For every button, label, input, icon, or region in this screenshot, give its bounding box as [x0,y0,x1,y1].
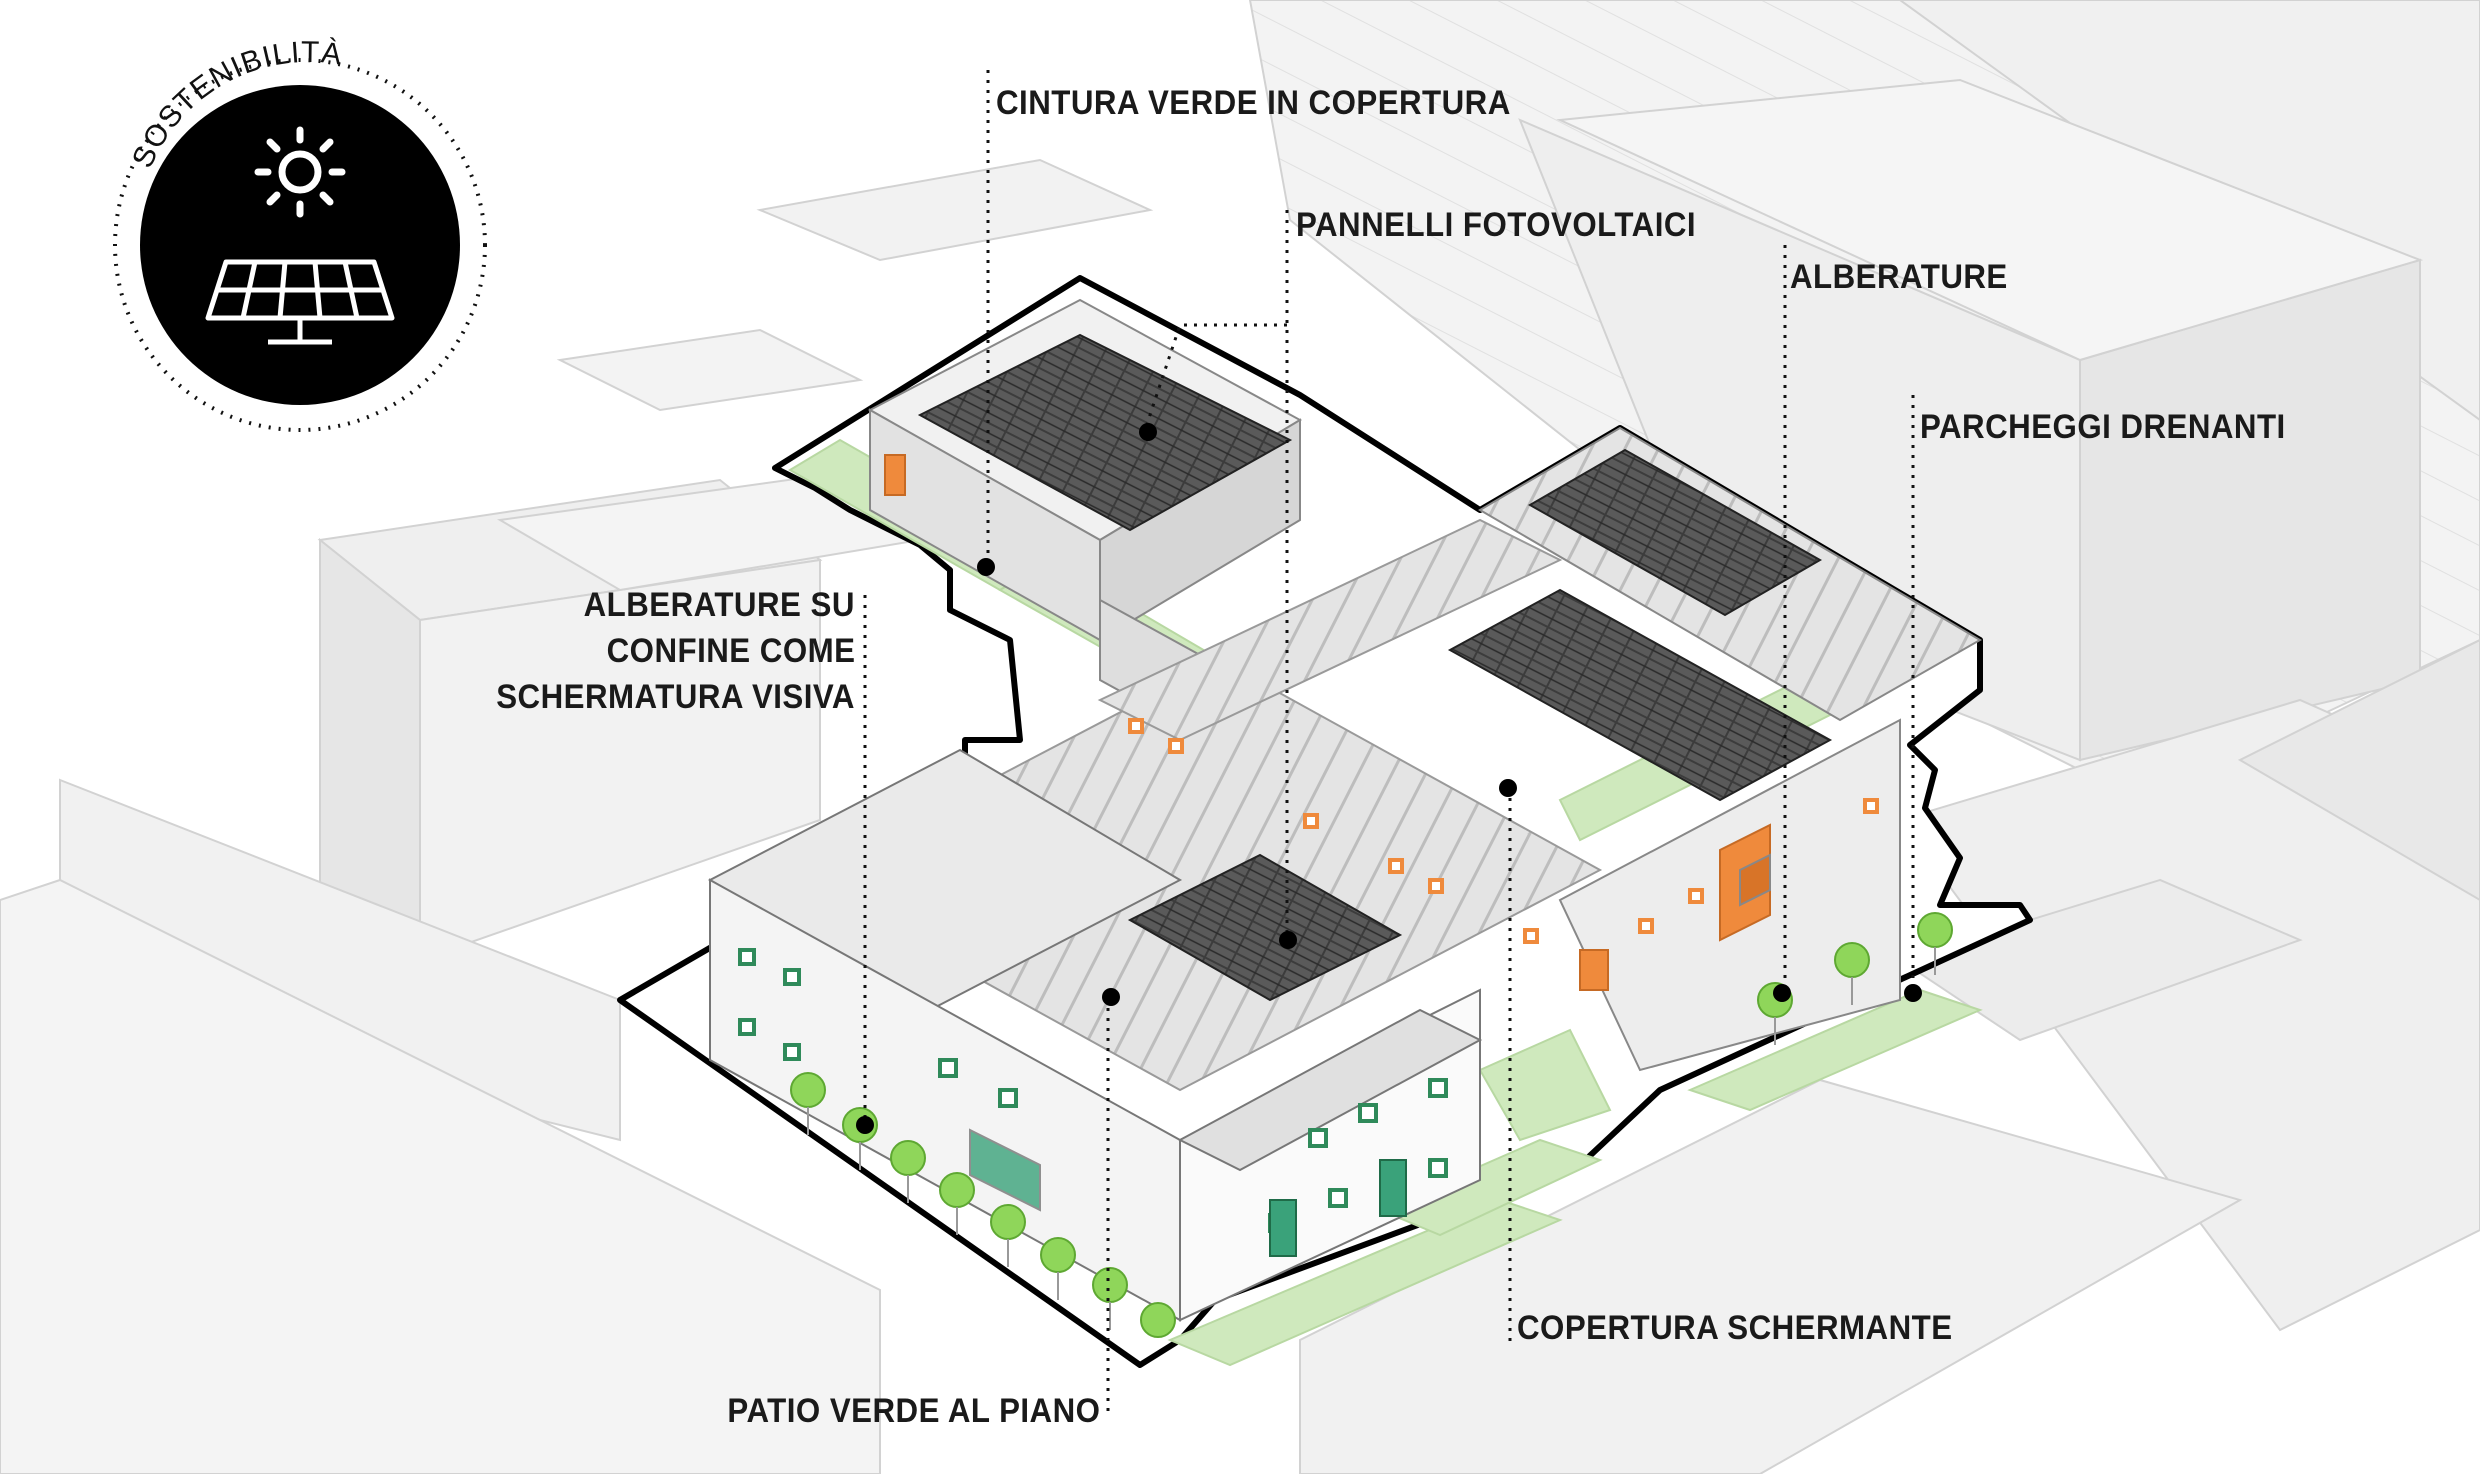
dot-cintura-verde [977,558,995,576]
label-alberature-confine-line1: ALBERATURE SU [584,586,855,625]
dot-pannelli-lower [1279,931,1297,949]
label-alberature: ALBERATURE [1790,258,2008,297]
label-pannelli-fotovoltaici: PANNELLI FOTOVOLTAICI [1296,206,1696,245]
label-cintura-verde: CINTURA VERDE IN COPERTURA [996,84,1511,123]
dot-patio [1102,988,1120,1006]
label-patio-verde: PATIO VERDE AL PIANO [727,1392,1100,1431]
sustainability-badge: SOSTENIBILITÀ [115,36,485,430]
label-alberature-confine-line3: SCHERMATURA VISIVA [496,678,855,717]
label-parcheggi-drenanti: PARCHEGGI DRENANTI [1920,408,2286,447]
dot-alberature-confine [856,1116,874,1134]
dot-alberature [1773,984,1791,1002]
label-alberature-confine-line2: CONFINE COME [606,632,855,671]
dot-copertura [1499,779,1517,797]
dot-pannelli-top [1139,423,1157,441]
label-copertura-schermante: COPERTURA SCHERMANTE [1517,1309,1953,1348]
dot-parcheggi [1904,984,1922,1002]
